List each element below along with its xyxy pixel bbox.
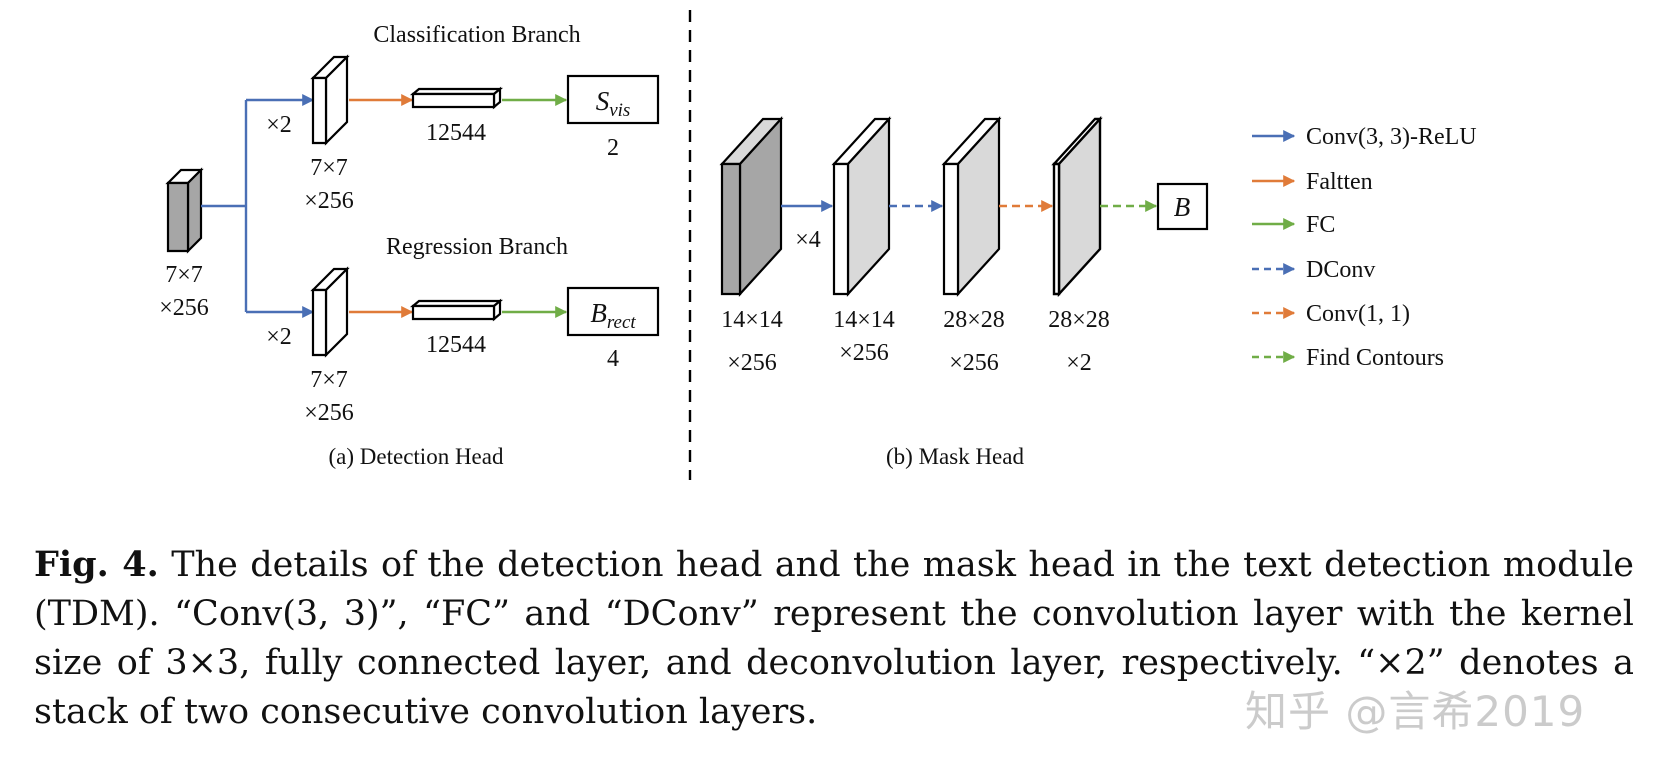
detection-head: 7×7 ×256 Classification Branch ×2 7×7 ×2… — [159, 22, 660, 469]
mask-output-symbol: B — [1174, 192, 1191, 222]
watermark: 知乎 @言希2019 — [1245, 687, 1586, 736]
figure-label: Fig. 4. — [34, 544, 159, 585]
cls-conv-size-line1: 7×7 — [310, 155, 348, 181]
mask-block-3 — [941, 116, 1002, 297]
reg-flat-vector — [409, 298, 504, 322]
mask-block-1 — [719, 116, 784, 297]
cls-output-subscript: vis — [609, 100, 630, 121]
mask-block-1-size-line2: ×256 — [727, 350, 777, 376]
cls-output-symbol: S — [596, 86, 610, 116]
reg-output-symbol: B — [590, 298, 607, 328]
mask-block-4 — [1051, 115, 1103, 298]
reg-repeat-label: ×2 — [266, 324, 292, 350]
mask-block-2 — [831, 116, 892, 297]
mask-block-1-size-line1: 14×14 — [721, 307, 783, 333]
input-feature-block — [165, 167, 204, 254]
reg-conv-size-line2: ×256 — [304, 400, 354, 426]
reg-output-subscript: rect — [607, 312, 637, 333]
cls-output-label: Svis — [596, 86, 631, 121]
mask-head: ×4 B 14×14 ×256 14×14 ×256 28×28 ×256 28… — [719, 115, 1209, 469]
reg-conv-block — [310, 266, 350, 358]
legend-label-conv-relu: Conv(3, 3)-ReLU — [1306, 124, 1477, 150]
reg-output-label: Brect — [590, 298, 636, 333]
reg-flat-size: 12544 — [426, 332, 486, 358]
input-size-line1: 7×7 — [165, 262, 203, 288]
mask-block-2-size-line2: ×256 — [839, 340, 889, 366]
legend-label-flatten: Faltten — [1306, 169, 1373, 195]
detection-head-caption: (a) Detection Head — [329, 444, 504, 469]
mask-block-4-size-line2: ×2 — [1066, 350, 1092, 376]
cls-flat-size: 12544 — [426, 120, 486, 146]
regression-branch-title: Regression Branch — [386, 234, 568, 260]
figure-caption: Fig. 4. The details of the detection hea… — [34, 540, 1634, 737]
legend-label-find-contours: Find Contours — [1306, 345, 1444, 371]
reg-output-box — [566, 286, 660, 337]
mask-block-4-size-line1: 28×28 — [1048, 307, 1110, 333]
mask-head-caption: (b) Mask Head — [886, 444, 1024, 469]
legend: Conv(3, 3)-ReLU Faltten FC DConv Conv(1,… — [1252, 124, 1477, 371]
legend-label-dconv: DConv — [1306, 257, 1375, 283]
cls-output-box — [566, 74, 660, 125]
branch-split-connector — [201, 100, 248, 312]
cls-flat-vector — [409, 86, 504, 110]
mask-block-3-size-line2: ×256 — [949, 350, 999, 376]
mask-output-box — [1156, 182, 1209, 231]
mask-repeat-label: ×4 — [795, 227, 821, 253]
cls-output-dim: 2 — [607, 135, 619, 161]
input-size-line2: ×256 — [159, 295, 209, 321]
reg-output-dim: 4 — [607, 346, 619, 372]
classification-branch-title: Classification Branch — [373, 22, 580, 48]
mask-block-3-size-line1: 28×28 — [943, 307, 1005, 333]
cls-repeat-label: ×2 — [266, 112, 292, 138]
cls-conv-block — [310, 54, 350, 146]
legend-label-conv11: Conv(1, 1) — [1306, 301, 1410, 327]
mask-block-2-size-line1: 14×14 — [833, 307, 895, 333]
reg-conv-size-line1: 7×7 — [310, 367, 348, 393]
legend-label-fc: FC — [1306, 212, 1335, 238]
figure-caption-text: The details of the detection head and th… — [34, 545, 1634, 732]
cls-conv-size-line2: ×256 — [304, 188, 354, 214]
